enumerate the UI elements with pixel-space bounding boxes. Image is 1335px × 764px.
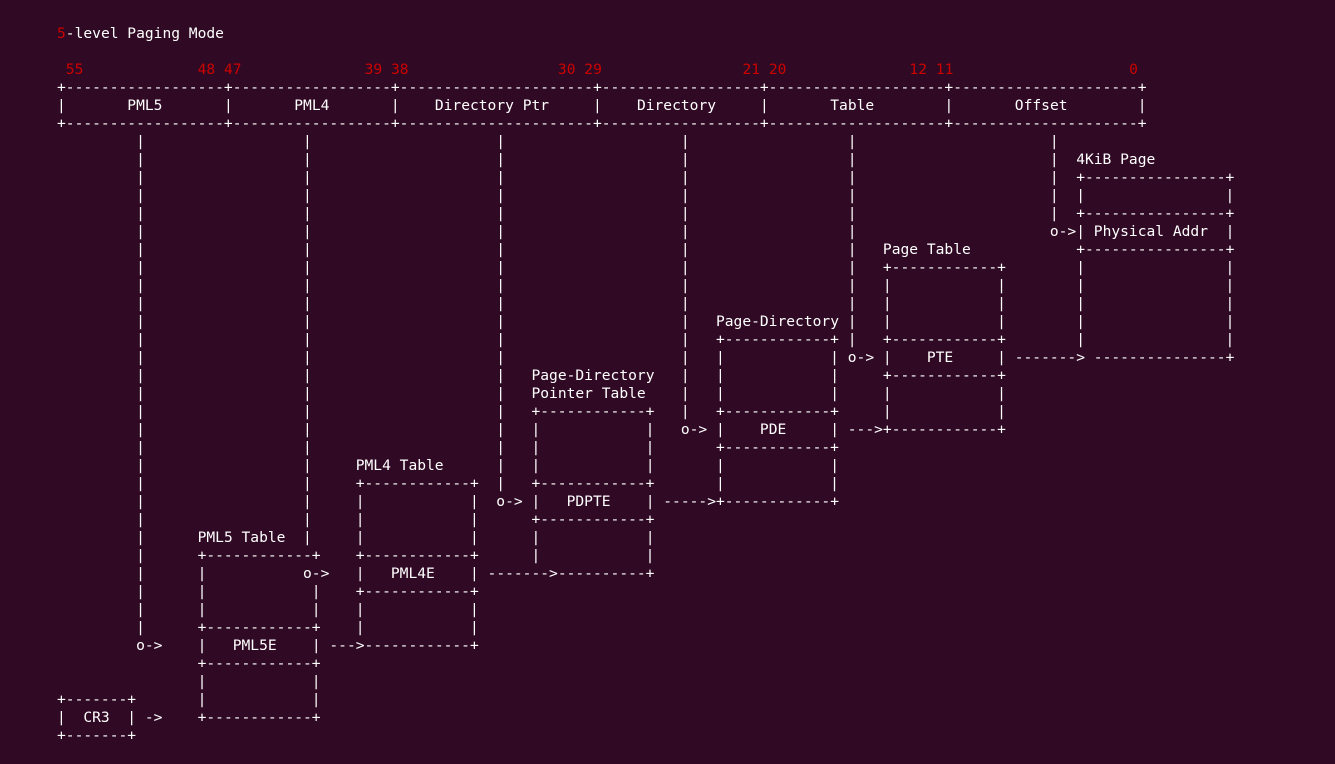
field-directory-ptr: Directory Ptr [434,97,550,114]
diagram-row [57,43,1234,61]
diagram-row: | | | +------------+ [57,583,479,600]
diagram-row: | | | | | o-> | PDE | --->+------------+ [57,421,1006,438]
diagram-row: o-> | PML5E | --->------------+ [57,637,479,654]
diagram-row: | CR3 | -> +------------+ [57,709,321,726]
diagram-row: | | | | | [57,601,479,618]
diagram-row: | | | | | | [57,133,1059,150]
pml5-table-title: PML5 Table [197,529,286,546]
bit-label: 48 [197,61,216,78]
diagram-row: | | PML4 Table | | | | | [57,457,839,474]
diagram-row: | | | Page-Directory | | | +------------… [57,367,1006,384]
pdpt-title-line1: Page-Directory [531,367,655,384]
pdpt-title-line2: Pointer Table [531,385,646,402]
diagram-row: | | +------------+ | +------------+ | | [57,475,839,492]
bit-label: 55 [65,61,84,78]
diagram-row [57,25,1234,43]
diagram-row: | | | | | | | | [57,187,1235,204]
title-prefix: 5 [57,25,66,42]
bit-position-labels: 55 48 47 39 38 30 29 21 20 12 11 0 [57,61,1138,79]
diagram-row: | | | | | | | | | [57,295,1235,312]
field-table: Table [830,97,875,114]
diagram-row: | | | | +------------+ | +------------+ … [57,331,1235,348]
diagram-row: | | | Pointer Table | | | | | [57,385,1006,402]
diagram-row: | | | +------------+ | +------------+ | … [57,403,1006,420]
diagram-row: | +------------+ | | [57,619,479,636]
pml4-table-title: PML4 Table [355,457,444,474]
bit-label: 20 [768,61,787,78]
pml5-entry: PML5E [232,637,277,654]
page-table-title: Page Table [882,241,971,258]
diagram-row: | | | | o-> | PDPTE | ----->+-----------… [57,493,839,510]
diagram-row: +------------------+------------------+-… [57,79,1147,96]
diagram-row: | | | | | +------------+ [57,439,839,456]
page-4kib-title: 4KiB Page [1076,151,1156,168]
diagram-row: | | | | | | | | | [57,277,1235,294]
diagram-row: | | | | | Page Table +----------------+ [57,241,1235,258]
diagram-row: | | | | | | o-> | PTE | -------> -------… [57,349,1235,366]
diagram-row: | | | | | o->| Physical Addr | [57,223,1235,240]
pml4-entry: PML4E [390,565,435,582]
diagram-row: | +------------+ +------------+ | | [57,547,655,564]
bit-label: 29 [584,61,602,78]
bit-label: 39 [364,61,383,78]
diagram-row: | | o-> | PML4E | ------->----------+ [57,565,655,582]
diagram-row: | | | | | +------------+ | | [57,259,1235,276]
title-rest: -level Paging Mode [65,25,224,42]
diagram-row: +------------+ [57,655,321,672]
diagram-row: +------------------+------------------+-… [57,115,1147,132]
diagram-row [57,61,1234,79]
cr3-register: CR3 [83,709,110,726]
bit-label: 12 [909,61,927,78]
page-physical-addr: Physical Addr [1093,223,1209,240]
diagram-row: | | | | | | +----------------+ [57,205,1235,222]
diagram-row: | | [57,673,321,690]
diagram-row: | | | | | | +----------------+ [57,169,1235,186]
bit-label: 38 [390,61,409,78]
diagram-row: | | | | Page-Directory | | | | | [57,313,1235,330]
page-directory-title: Page-Directory [715,313,839,330]
bit-label: 21 [742,61,761,78]
bit-label: 11 [935,61,954,78]
page-title: 5-level Paging Mode [57,25,224,43]
diagram-row: | | | | +------------+ [57,511,655,528]
diagram-row: +-------+ | | [57,691,321,708]
pdpt-entry-pdpte: PDPTE [566,493,611,510]
bit-label: 30 [557,61,576,78]
page-directory-entry-pde: PDE [759,421,787,438]
bit-label: 0 [1129,61,1138,78]
field-pml4: PML4 [294,97,330,114]
diagram-row: | | | | | | 4KiB Page [57,151,1156,168]
page-table-entry-pte: PTE [926,349,954,366]
diagram-row: | PML5 | PML4 | Directory Ptr | Director… [57,97,1147,114]
field-offset: Offset [1014,97,1068,114]
field-pml5: PML5 [127,97,163,114]
diagram-row: +-------+ [57,727,137,744]
bit-label: 47 [223,61,242,78]
paging-diagram: +------------------+------------------+-… [57,25,1234,745]
diagram-row: | PML5 Table | | | | | [57,529,655,546]
field-directory: Directory [636,97,717,114]
